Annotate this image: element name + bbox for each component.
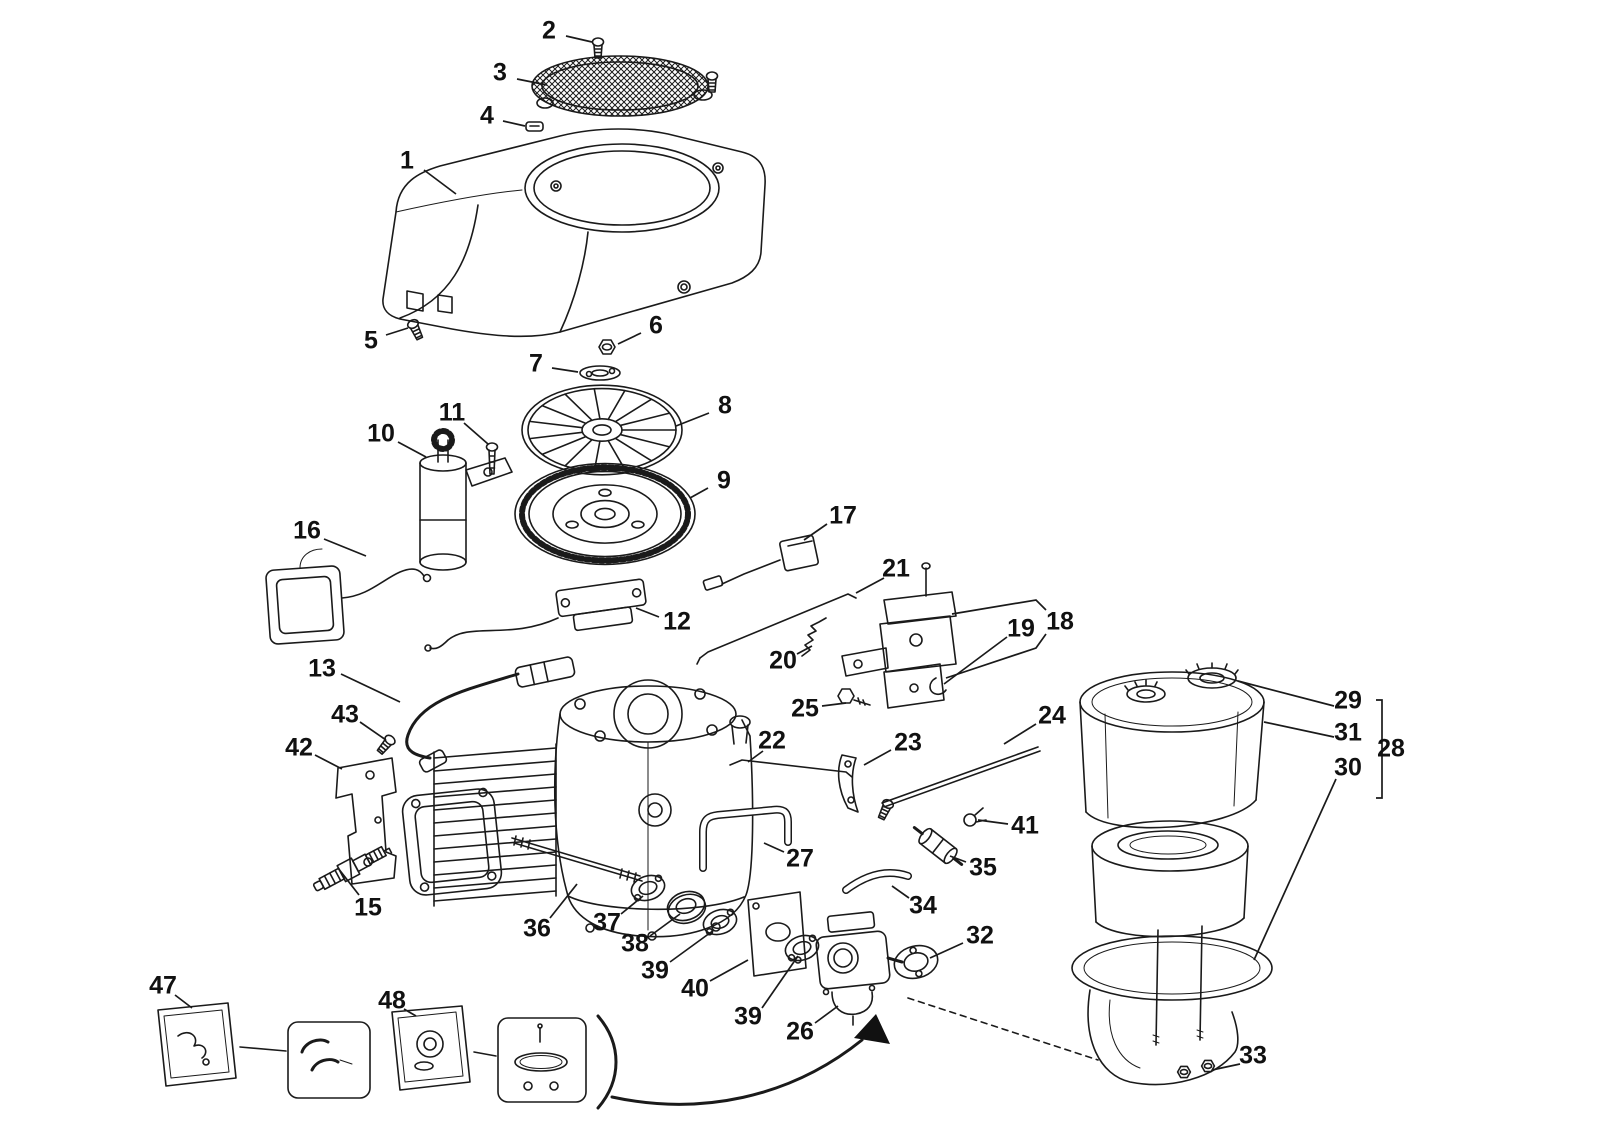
air-cleaner-base [1072, 926, 1272, 1084]
leader-line-37 [620, 895, 644, 915]
group-brace [598, 1016, 616, 1108]
leader-line-43 [359, 721, 387, 741]
leader-line-12 [635, 607, 660, 618]
leader-line-41 [977, 819, 1009, 825]
filter-element-30 [1092, 821, 1248, 937]
leader-line-11 [463, 422, 489, 445]
leader-line-24 [1003, 723, 1037, 745]
kit-47-connector-line [240, 1047, 286, 1051]
cylinder-fins [434, 744, 556, 906]
leader-line-38 [649, 913, 681, 937]
leader-line-17 [803, 523, 828, 541]
clip-4 [526, 122, 543, 131]
kit-box-47 [288, 1022, 370, 1098]
leader-line-27 [763, 842, 785, 853]
leader-line-39 [669, 929, 715, 963]
rod-22 [730, 760, 852, 777]
stop-switch-17 [703, 535, 819, 591]
alignment-dashed-line [908, 998, 1098, 1060]
kit-bag-48 [392, 1006, 470, 1090]
leader-line-21 [855, 577, 885, 594]
spacer-38 [664, 887, 710, 928]
leader-line-6 [617, 332, 642, 345]
leader-line-40 [709, 959, 749, 982]
leader-line-42 [314, 754, 343, 770]
leader-line-36 [549, 883, 578, 919]
washer-7 [580, 366, 620, 380]
leader-line-25 [821, 702, 847, 707]
leader-line-31 [1263, 721, 1335, 738]
leader-line-28 [1376, 699, 1383, 799]
leader-line-2 [565, 35, 593, 43]
leader-line-18 [945, 633, 1047, 679]
clip-19 [930, 678, 946, 694]
engine-block [401, 680, 753, 940]
leader-line-26 [814, 1005, 839, 1024]
spark-plug-15 [311, 840, 394, 895]
fan-8 [522, 385, 682, 475]
leader-line-29 [1237, 680, 1335, 707]
leader-line-39 [761, 955, 799, 1009]
leader-line-19 [943, 636, 1008, 685]
bolt-11-icon [487, 443, 498, 474]
starter-motor-10 [420, 431, 512, 570]
leader-line-23 [863, 749, 892, 766]
leader-line-4 [502, 120, 526, 127]
leader-line-32 [929, 942, 964, 959]
rod-21 [697, 594, 856, 664]
leader-line-7 [551, 367, 579, 373]
pipe-27 [703, 810, 788, 868]
bracket-42 [336, 758, 396, 884]
control-module-16 [266, 549, 431, 644]
leader-line-13 [340, 673, 401, 703]
fuel-filter-35 [909, 820, 967, 871]
rod-24 [882, 747, 1040, 807]
leader-line-16 [323, 538, 367, 557]
hose-34 [846, 873, 908, 890]
leader-line-8 [675, 412, 710, 427]
plate-32 [891, 941, 941, 983]
leader-line-33 [1211, 1063, 1241, 1071]
leader-line-30 [1253, 778, 1337, 961]
leader-line-9 [689, 487, 709, 499]
leader-line-48 [403, 1008, 417, 1017]
leader-line-10 [397, 441, 427, 458]
stud-36 [512, 836, 642, 882]
leader-line-15 [337, 867, 360, 896]
filler-caps-29 [1125, 663, 1238, 702]
screw-25-icon [838, 689, 870, 705]
leader-line-5 [385, 327, 409, 336]
bracket-assembly-18 [842, 563, 956, 708]
ignition-coil-12 [425, 579, 649, 651]
kit-48-connector-line [474, 1052, 496, 1056]
leader-line-22 [747, 750, 764, 763]
engine-cover-1 [383, 129, 765, 336]
leader-line-47 [174, 994, 193, 1009]
mesh-screen-3 [532, 56, 712, 116]
leader-line-35 [949, 855, 967, 863]
air-cleaner-cover-31 [1080, 672, 1264, 828]
kit-bag-47 [158, 1003, 236, 1086]
leader-line-18 [951, 599, 1047, 615]
pointer-arrow-icon [612, 1014, 890, 1104]
kit-box-48 [498, 1018, 586, 1102]
plug-wire-13 [407, 656, 576, 773]
leader-line-1 [423, 169, 457, 195]
lever-23 [839, 755, 858, 812]
leader-line-3 [516, 78, 548, 86]
leader-line-20 [796, 645, 813, 655]
leader-line-34 [891, 885, 910, 899]
